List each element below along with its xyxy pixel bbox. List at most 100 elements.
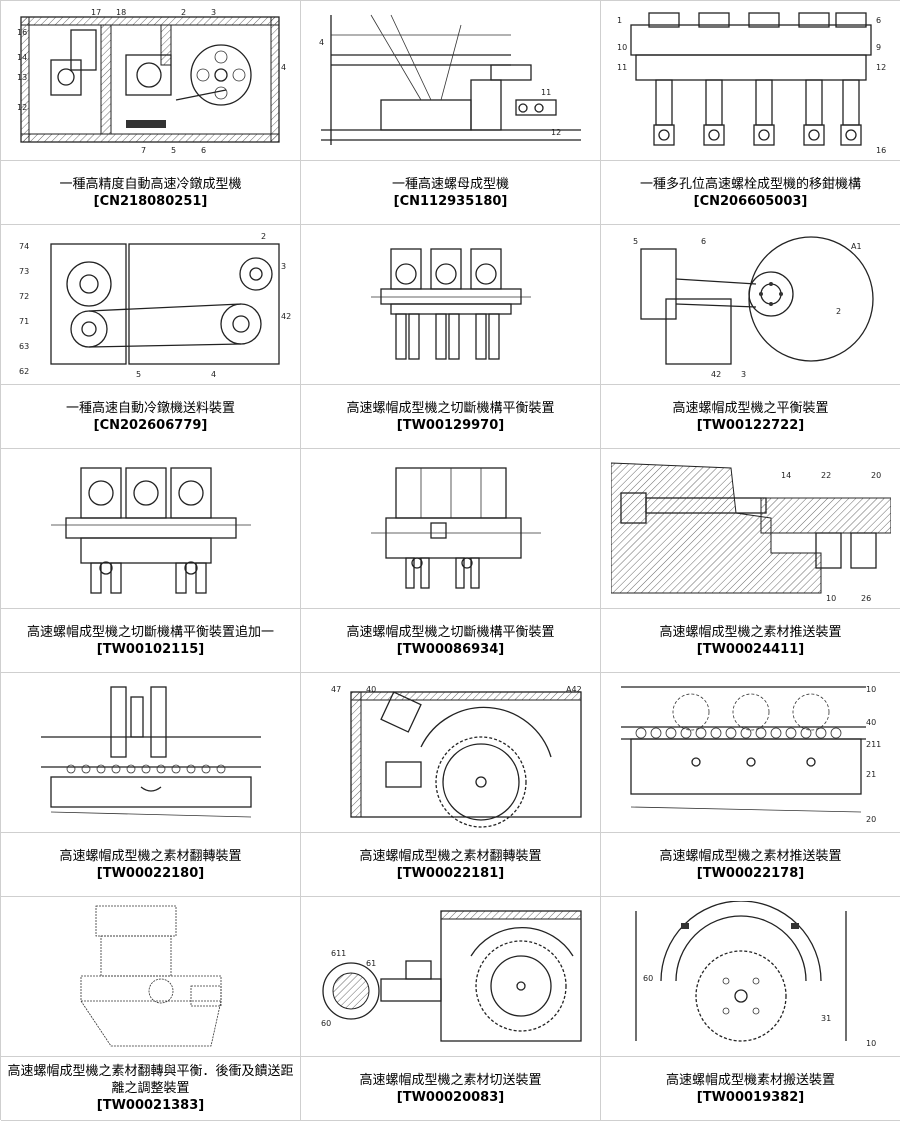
- svg-text:42: 42: [711, 370, 721, 379]
- svg-text:6: 6: [201, 146, 206, 155]
- svg-text:47: 47: [331, 685, 341, 694]
- svg-text:61: 61: [366, 959, 376, 968]
- svg-text:22: 22: [821, 471, 831, 480]
- patent-number[interactable]: [TW00022178]: [696, 865, 805, 881]
- svg-text:3: 3: [211, 8, 216, 17]
- patent-title: 一種多孔位高速螺栓成型機的移鉗機構: [639, 176, 861, 192]
- svg-text:211: 211: [866, 740, 881, 749]
- svg-text:72: 72: [19, 292, 29, 301]
- patent-number[interactable]: [CN112935180]: [393, 193, 508, 209]
- patent-number[interactable]: [TW00129970]: [396, 417, 505, 433]
- patent-number[interactable]: [TW00086934]: [396, 641, 505, 657]
- patent-title: 高速螺帽成型機素材搬送裝置: [665, 1072, 835, 1088]
- svg-text:31: 31: [821, 1014, 831, 1023]
- patent-title: 一種高速自動冷鐓機送料裝置: [65, 400, 235, 416]
- patent-caption: 高速螺帽成型機之素材推送裝置 [TW00024411]: [601, 609, 900, 672]
- svg-text:21: 21: [866, 770, 876, 779]
- svg-text:7: 7: [141, 146, 146, 155]
- patent-caption: 高速螺帽成型機之切斷機構平衡裝置 [TW00086934]: [301, 609, 600, 672]
- svg-text:3: 3: [281, 262, 286, 271]
- svg-text:6: 6: [876, 16, 881, 25]
- patent-title: 高速螺帽成型機之切斷機構平衡裝置: [346, 400, 555, 416]
- svg-text:16: 16: [876, 146, 886, 155]
- svg-text:74: 74: [19, 242, 29, 251]
- patent-caption: 高速螺帽成型機之素材翻轉與平衡．後衝及饋送距離之調整裝置 [TW00021383…: [1, 1057, 300, 1120]
- patent-card[interactable]: 高速螺帽成型機之素材翻轉與平衡．後衝及饋送距離之調整裝置 [TW00021383…: [1, 897, 301, 1121]
- svg-text:5: 5: [171, 146, 176, 155]
- cutting-balance-drawing-2: [301, 449, 600, 609]
- svg-text:11: 11: [541, 88, 551, 97]
- patent-caption: 高速螺帽成型機之素材推送裝置 [TW00022178]: [601, 833, 900, 896]
- svg-text:10: 10: [826, 594, 836, 603]
- svg-text:2: 2: [836, 307, 841, 316]
- svg-text:A1: A1: [851, 242, 862, 251]
- patent-title: 高速螺帽成型機之素材翻轉裝置: [359, 848, 542, 864]
- svg-text:17: 17: [91, 8, 101, 17]
- svg-text:5: 5: [633, 237, 638, 246]
- patent-number[interactable]: [TW00019382]: [696, 1089, 805, 1105]
- patent-number[interactable]: [CN206605003]: [693, 193, 808, 209]
- patent-title: 高速螺帽成型機之切斷機構平衡裝置追加一: [26, 624, 274, 640]
- svg-text:9: 9: [876, 43, 881, 52]
- patent-title: 高速螺帽成型機之素材翻轉裝置: [59, 848, 242, 864]
- svg-text:16: 16: [17, 28, 27, 37]
- svg-text:13: 13: [17, 73, 27, 82]
- svg-text:4: 4: [281, 63, 286, 72]
- patent-number[interactable]: [TW00022181]: [396, 865, 505, 881]
- svg-text:4: 4: [211, 370, 216, 379]
- svg-text:12: 12: [551, 128, 561, 137]
- svg-text:6: 6: [701, 237, 706, 246]
- svg-text:20: 20: [871, 471, 881, 480]
- patent-number[interactable]: [TW00102115]: [96, 641, 205, 657]
- patent-card[interactable]: 高速螺帽成型機之素材翻轉裝置 [TW00022180]: [1, 673, 301, 897]
- patent-number[interactable]: [TW00020083]: [396, 1089, 505, 1105]
- svg-text:60: 60: [321, 1019, 331, 1028]
- patent-card[interactable]: 高速螺帽成型機之切斷機構平衡裝置 [TW00129970]: [301, 225, 601, 449]
- svg-text:11: 11: [617, 63, 627, 72]
- patent-number[interactable]: [TW00024411]: [696, 641, 805, 657]
- patent-number[interactable]: [TW00022180]: [96, 865, 205, 881]
- flip-balance-adjust-drawing: [1, 897, 300, 1057]
- patent-title: 高速螺帽成型機之素材翻轉與平衡．後衝及饋送距離之調整裝置: [7, 1064, 294, 1096]
- svg-text:A42: A42: [566, 685, 582, 694]
- svg-text:14: 14: [17, 53, 27, 62]
- svg-text:611: 611: [331, 949, 346, 958]
- patent-card[interactable]: 高速螺帽成型機之切斷機構平衡裝置追加一 [TW00102115]: [1, 449, 301, 673]
- svg-text:2: 2: [261, 232, 266, 241]
- patent-number[interactable]: [TW00122722]: [696, 417, 805, 433]
- material-flip-drawing: [1, 673, 300, 833]
- cutting-balance-addition-drawing: [1, 449, 300, 609]
- svg-text:10: 10: [866, 1039, 876, 1048]
- patent-number[interactable]: [CN218080251]: [93, 193, 208, 209]
- patent-title: 高速螺帽成型機之平衡裝置: [672, 400, 829, 416]
- svg-text:10: 10: [617, 43, 627, 52]
- svg-text:2: 2: [181, 8, 186, 17]
- cutting-balance-drawing: [301, 225, 600, 385]
- patent-number[interactable]: [TW00021383]: [96, 1098, 205, 1113]
- patent-card[interactable]: 高速螺帽成型機之切斷機構平衡裝置 [TW00086934]: [301, 449, 601, 673]
- patent-caption: 一種高精度自動高速冷鐓成型機 [CN218080251]: [1, 161, 300, 224]
- patent-number[interactable]: [CN202606779]: [93, 417, 208, 433]
- svg-text:63: 63: [19, 342, 29, 351]
- svg-text:20: 20: [866, 815, 876, 824]
- material-cut-feed-drawing: 611 61 60: [301, 897, 600, 1057]
- svg-text:12: 12: [17, 103, 27, 112]
- svg-text:3: 3: [741, 370, 746, 379]
- svg-text:71: 71: [19, 317, 29, 326]
- patent-title: 一種高速螺母成型機: [391, 176, 509, 192]
